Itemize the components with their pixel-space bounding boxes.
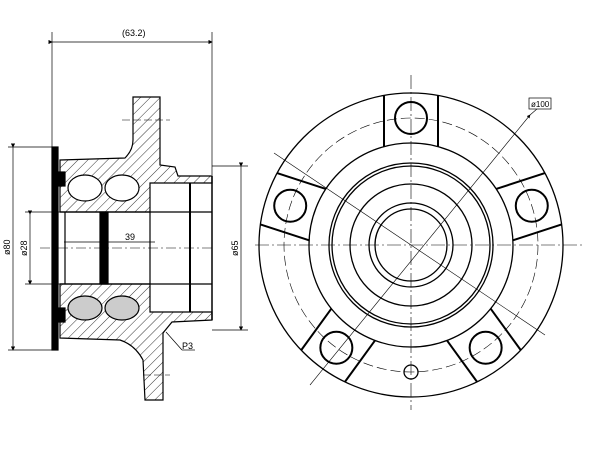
bolt-circle-label-box <box>528 97 552 110</box>
dimension-overall-length <box>48 32 213 175</box>
bolt-hole <box>319 330 354 365</box>
lug-edge <box>446 339 478 383</box>
lug-edge <box>512 223 562 242</box>
bolt-lugs <box>260 95 562 383</box>
bolt-hole <box>273 188 308 223</box>
dimension-flange-diameter <box>8 143 248 351</box>
side-section-view <box>8 32 248 401</box>
spigot-diameter-label: ø65 <box>230 240 240 256</box>
lug-edge <box>495 172 546 190</box>
bolt-hole <box>514 188 549 223</box>
bore-diameter-label: ø28 <box>19 240 29 256</box>
front-view <box>255 75 585 410</box>
fillet-radius-label: P3 <box>182 341 193 351</box>
overall-length-label: (63.2) <box>122 28 146 38</box>
bearing-balls-upper <box>67 174 140 202</box>
lug-edge <box>300 308 333 351</box>
seal-plate <box>51 146 59 351</box>
lug-edge <box>276 172 327 190</box>
bolt-hole <box>468 330 503 365</box>
flange-diameter-label: ø80 <box>2 239 12 255</box>
bearing-width-label: 39 <box>125 232 135 242</box>
lug-edge <box>344 339 376 383</box>
bearing-balls-lower <box>67 295 140 321</box>
bolt-circle-label: ø100 <box>531 100 550 109</box>
lug-edge <box>260 223 310 242</box>
lug-edge <box>489 308 522 351</box>
